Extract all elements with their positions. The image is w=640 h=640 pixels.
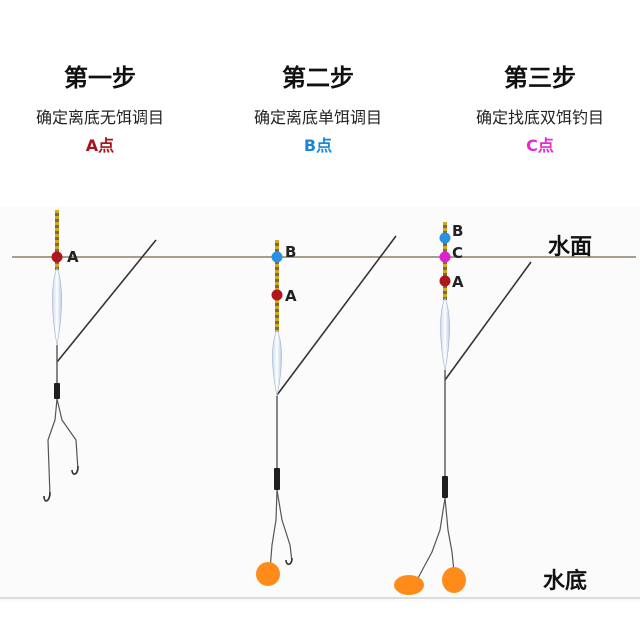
step-1-desc: 确定离底无饵调目 — [35, 108, 164, 127]
mark-c-dot-3 — [439, 251, 451, 263]
float-stem-2 — [275, 240, 279, 332]
mark-c-label-3: C — [452, 244, 463, 262]
step-3-point: C点 — [526, 136, 554, 155]
sinker-3 — [442, 476, 448, 498]
rig-step-1: A — [43, 210, 157, 502]
rod-line-3 — [444, 261, 532, 381]
rig-step-2: B A — [256, 235, 397, 586]
hook-1a — [43, 491, 51, 502]
sinker-2 — [274, 468, 280, 490]
mark-a-dot-1 — [51, 251, 63, 263]
rod-line-2 — [276, 235, 397, 396]
hook-2 — [285, 557, 293, 566]
rod-line-1 — [56, 239, 157, 363]
mark-b-dot-2 — [271, 251, 283, 263]
water-area — [0, 207, 640, 602]
step-3-title: 第三步 — [504, 64, 576, 92]
step-2-desc: 确定离底单饵调目 — [253, 108, 382, 127]
bait-3b — [442, 567, 466, 593]
mark-a-dot-3 — [439, 275, 451, 287]
step-2-point: B点 — [303, 136, 333, 155]
mark-a-label-1: A — [67, 248, 79, 266]
float-stem-1 — [55, 210, 59, 270]
mark-b-dot-3 — [439, 232, 451, 244]
step-1-title: 第一步 — [64, 64, 136, 92]
water-bottom-label: 水底 — [543, 568, 587, 594]
mark-b-label-3: B — [452, 222, 463, 240]
step-2-title: 第二步 — [282, 64, 354, 92]
bait-3a — [394, 575, 424, 595]
float-body-1 — [52, 267, 62, 346]
step-1-point: A点 — [85, 136, 115, 155]
mark-b-label-2: B — [285, 243, 296, 261]
mark-a-dot-2 — [271, 289, 283, 301]
float-body-2 — [272, 329, 282, 397]
hook-1b — [71, 465, 79, 475]
water-surface-label: 水面 — [548, 235, 592, 260]
step-3-desc: 确定找底双饵钓目 — [475, 108, 604, 127]
float-body-3 — [440, 297, 450, 371]
bait-2 — [256, 562, 280, 586]
mark-a-label-3: A — [452, 273, 464, 291]
sinker-1 — [54, 383, 60, 399]
rig-step-3: B C A — [394, 222, 532, 595]
mark-a-label-2: A — [285, 287, 297, 305]
